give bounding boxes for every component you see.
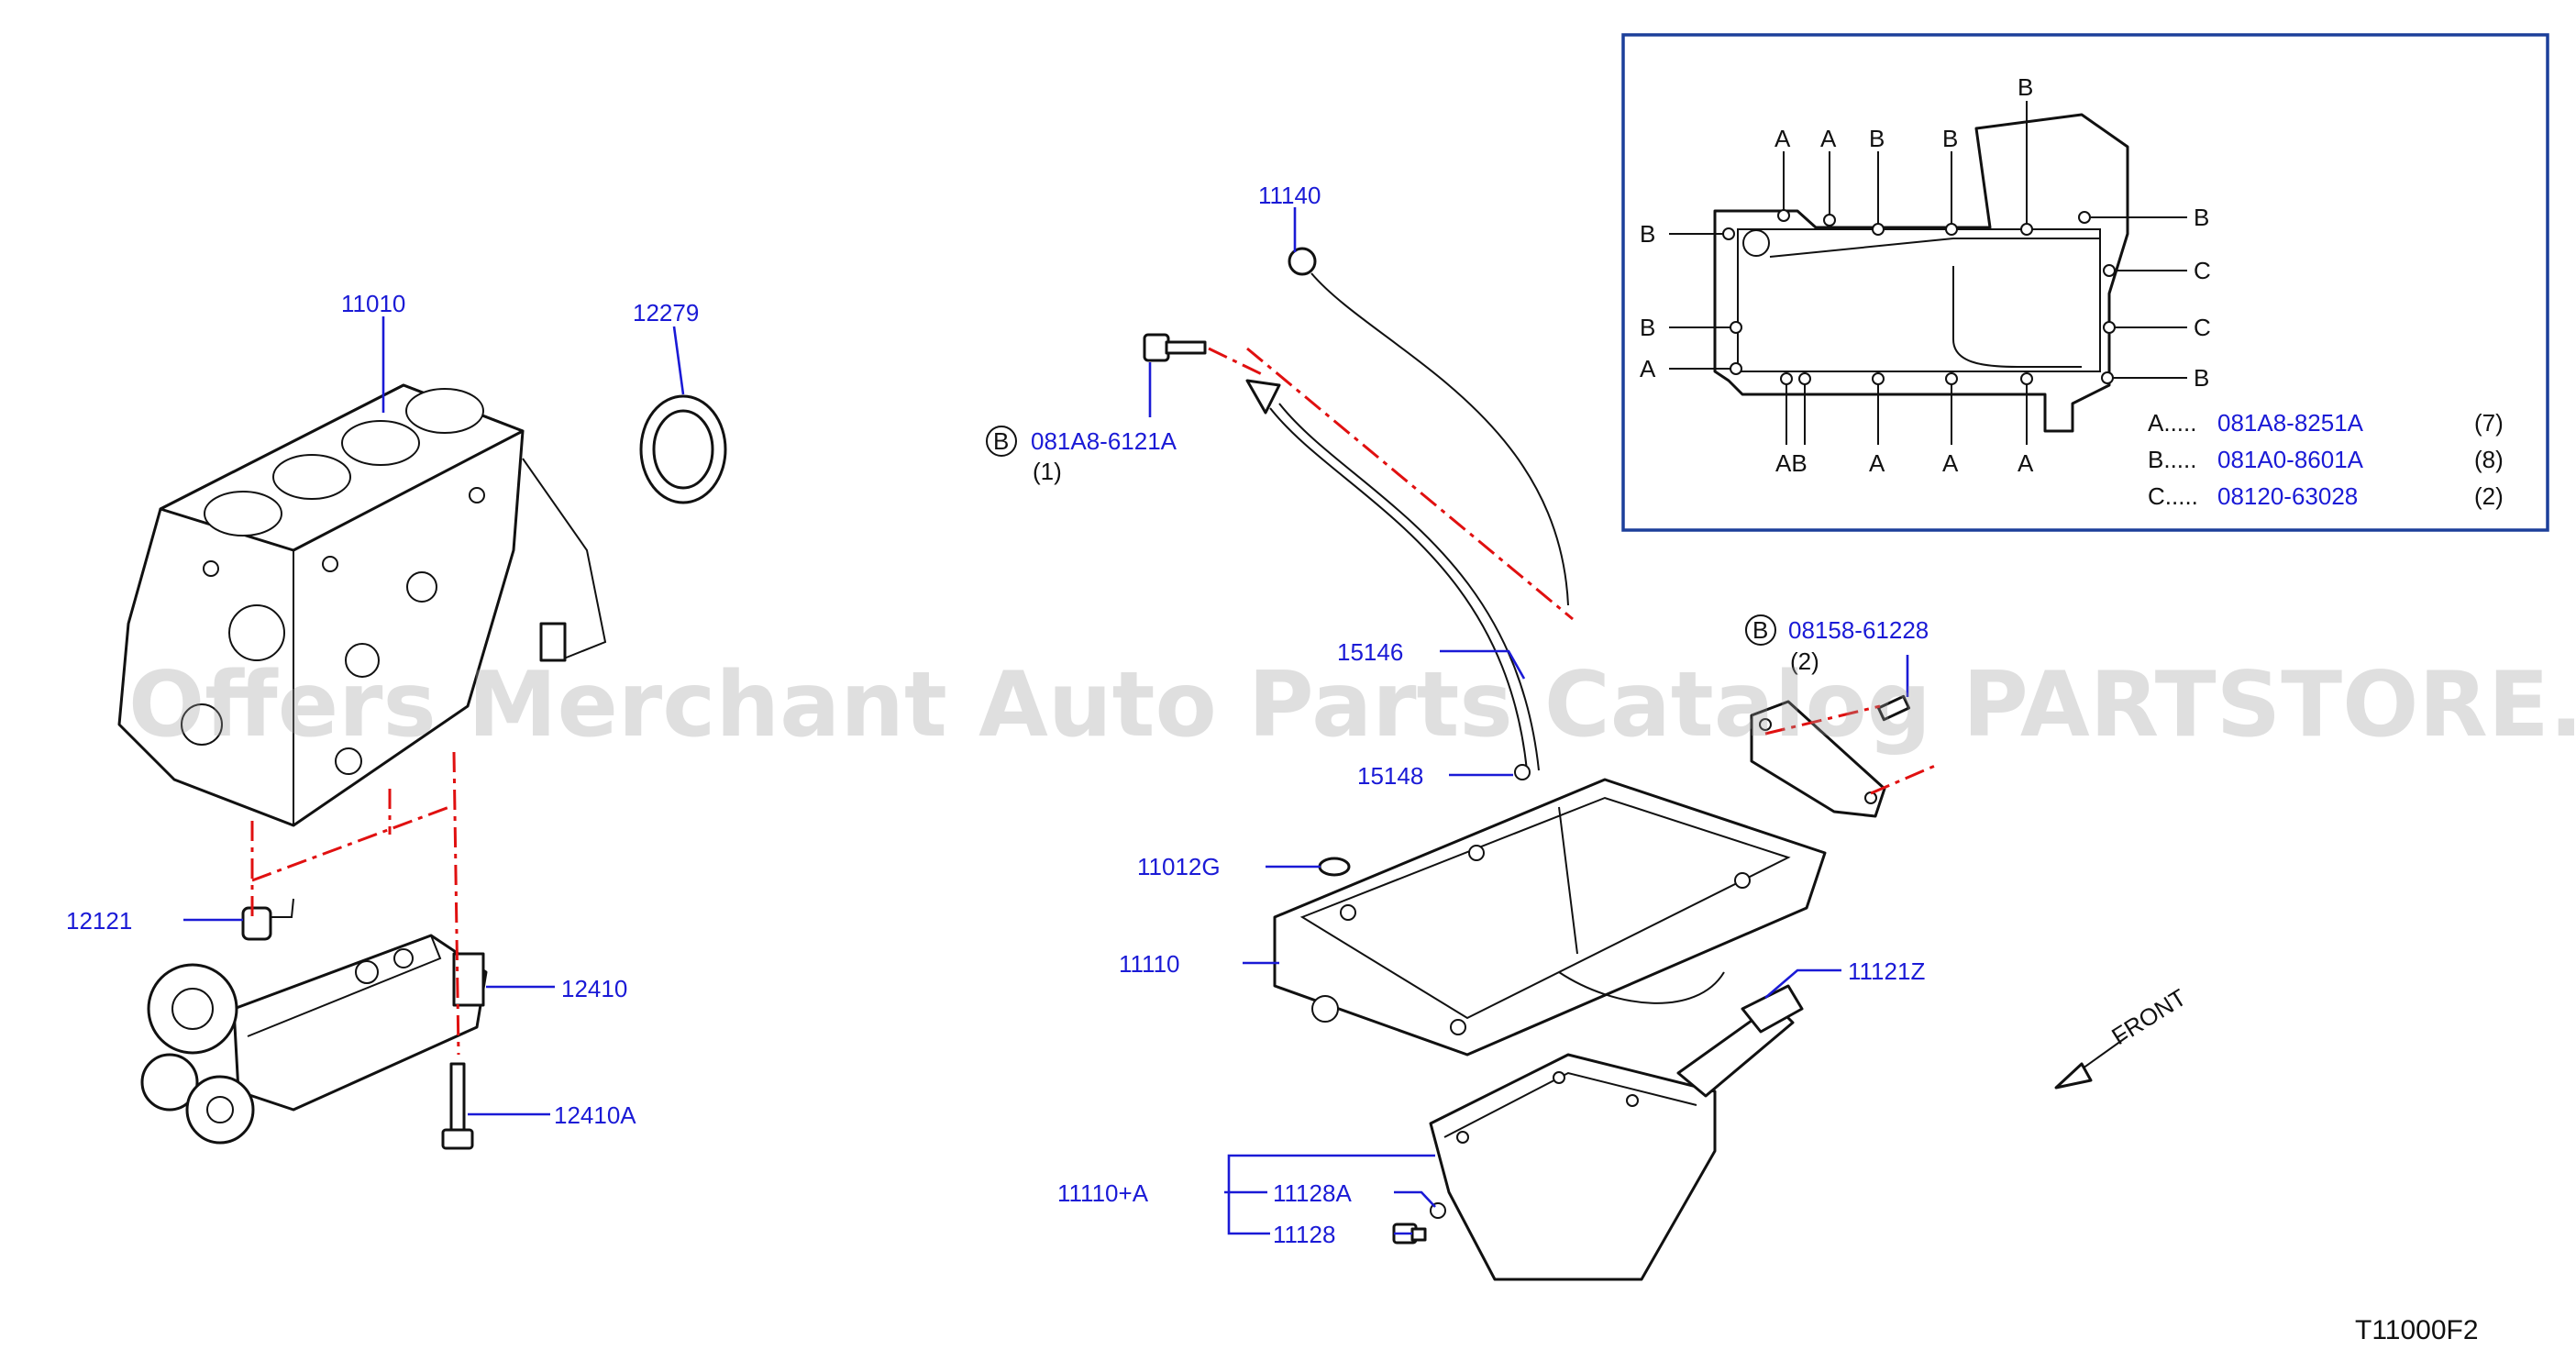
inset-bottom-letter-4: A [2018,449,2034,477]
legend-part-b[interactable]: 081A0-8601A [2217,446,2364,473]
inset-right-letter-1: B [2194,204,2209,231]
pump-bolt-drawing[interactable] [441,1062,474,1150]
inset-right-letter-3: C [2194,314,2211,341]
inset-frame [1621,33,2549,532]
inset-bottom-letter-3: A [1942,449,1959,477]
inset-bottom-letter-1: AB [1775,449,1808,477]
callout-12410[interactable]: 12410 [561,975,627,1002]
legend-key-c: C..... [2148,482,2198,510]
legend-qty-a: (7) [2474,409,2504,437]
callout-11110[interactable]: 11110 [1119,950,1180,978]
inset-left-letter-3: A [1640,355,1656,382]
inset-left-letter-2: B [1640,314,1655,341]
bolt-marker-label-2: B [1752,616,1768,644]
cover-bolt-drawing[interactable] [1876,694,1911,722]
legend-key-a: A..... [2148,409,2196,437]
oil-pan-upper-drawing[interactable] [1273,778,1827,1057]
oil-strainer-lower-drawing[interactable] [1676,984,1804,1098]
inset-top-letter-1: A [1774,125,1791,152]
oil-pan-lower-drawing[interactable] [1429,1053,1717,1281]
front-label: FRONT [2106,983,2191,1050]
inset-bottom-letter-2: A [1869,449,1885,477]
callout-11010[interactable]: 11010 [341,290,405,317]
callout-12410A[interactable]: 12410A [554,1101,636,1129]
callout-11140[interactable]: 11140 [1258,182,1321,209]
legend-qty-c: (2) [2474,482,2504,510]
cylinder-block-drawing[interactable] [117,383,607,827]
inset-right-letter-2: C [2194,257,2211,284]
oil-strainer-drawing[interactable] [241,898,294,941]
block-to-pump-guides [250,751,460,1056]
qty-08158-61228: (2) [1790,647,1819,675]
dipstick-guides [1208,347,1574,621]
pan-o-ring-drawing[interactable] [1318,857,1351,877]
oil-pump-drawing[interactable] [140,934,488,1145]
inset-legend: A..... 081A8-8251A (7) B..... 081A0-8601… [2148,409,2504,510]
inset-pan-outline [1713,113,2129,433]
inset-top-letter-3: B [1869,125,1885,152]
rear-oil-seal-drawing[interactable] [639,394,727,504]
callout-15146[interactable]: 15146 [1337,638,1403,666]
callout-12279[interactable]: 12279 [633,299,699,326]
callout-11128A[interactable]: 11128A [1273,1179,1352,1207]
guide-bolt-drawing[interactable] [1143,333,1207,362]
callout-081A8-6121A[interactable]: 081A8-6121A [1031,427,1177,455]
legend-qty-b: (8) [2474,446,2504,473]
bolt-marker-icon-2 [1745,614,1776,646]
dipstick-guide-drawing[interactable] [1245,379,1540,771]
callout-15148[interactable]: 15148 [1357,762,1423,790]
inset-left-letter-1: B [1640,220,1655,248]
inset-right-letter-4: B [2194,364,2209,392]
callout-12121[interactable]: 12121 [66,907,132,935]
front-arrow-icon [2054,1035,2128,1090]
legend-part-a[interactable]: 081A8-8251A [2217,409,2364,437]
callout-11121Z[interactable]: 11121Z [1848,957,1925,985]
cover-guides [1764,704,1936,795]
inset-leaders [1669,101,2187,445]
qty-081A8-6121A: (1) [1033,458,1062,485]
legend-part-c[interactable]: 08120-63028 [2217,482,2358,510]
legend-key-b: B..... [2148,446,2196,473]
inset-top-letter-5: B [2018,73,2033,101]
callout-11012G[interactable]: 11012G [1137,853,1221,880]
callout-leaders [183,207,1909,1235]
guide-o-ring-drawing[interactable] [1514,764,1531,780]
callout-11110-plus-a[interactable]: 11110+A [1057,1179,1149,1207]
inset-top-letter-4: B [1942,125,1958,152]
diagram-code: T11000F2 [2355,1315,2479,1345]
bolt-marker-label: B [993,427,1009,455]
callout-11128[interactable]: 11128 [1273,1221,1335,1248]
dipstick-drawing[interactable] [1288,247,1569,606]
watermark-text: Offers Merchant Auto Parts Catalog PARTS… [128,653,2576,758]
callout-08158-61228[interactable]: 08158-61228 [1788,616,1929,644]
bolt-marker-icon [986,426,1017,457]
inset-top-letter-2: A [1820,125,1837,152]
